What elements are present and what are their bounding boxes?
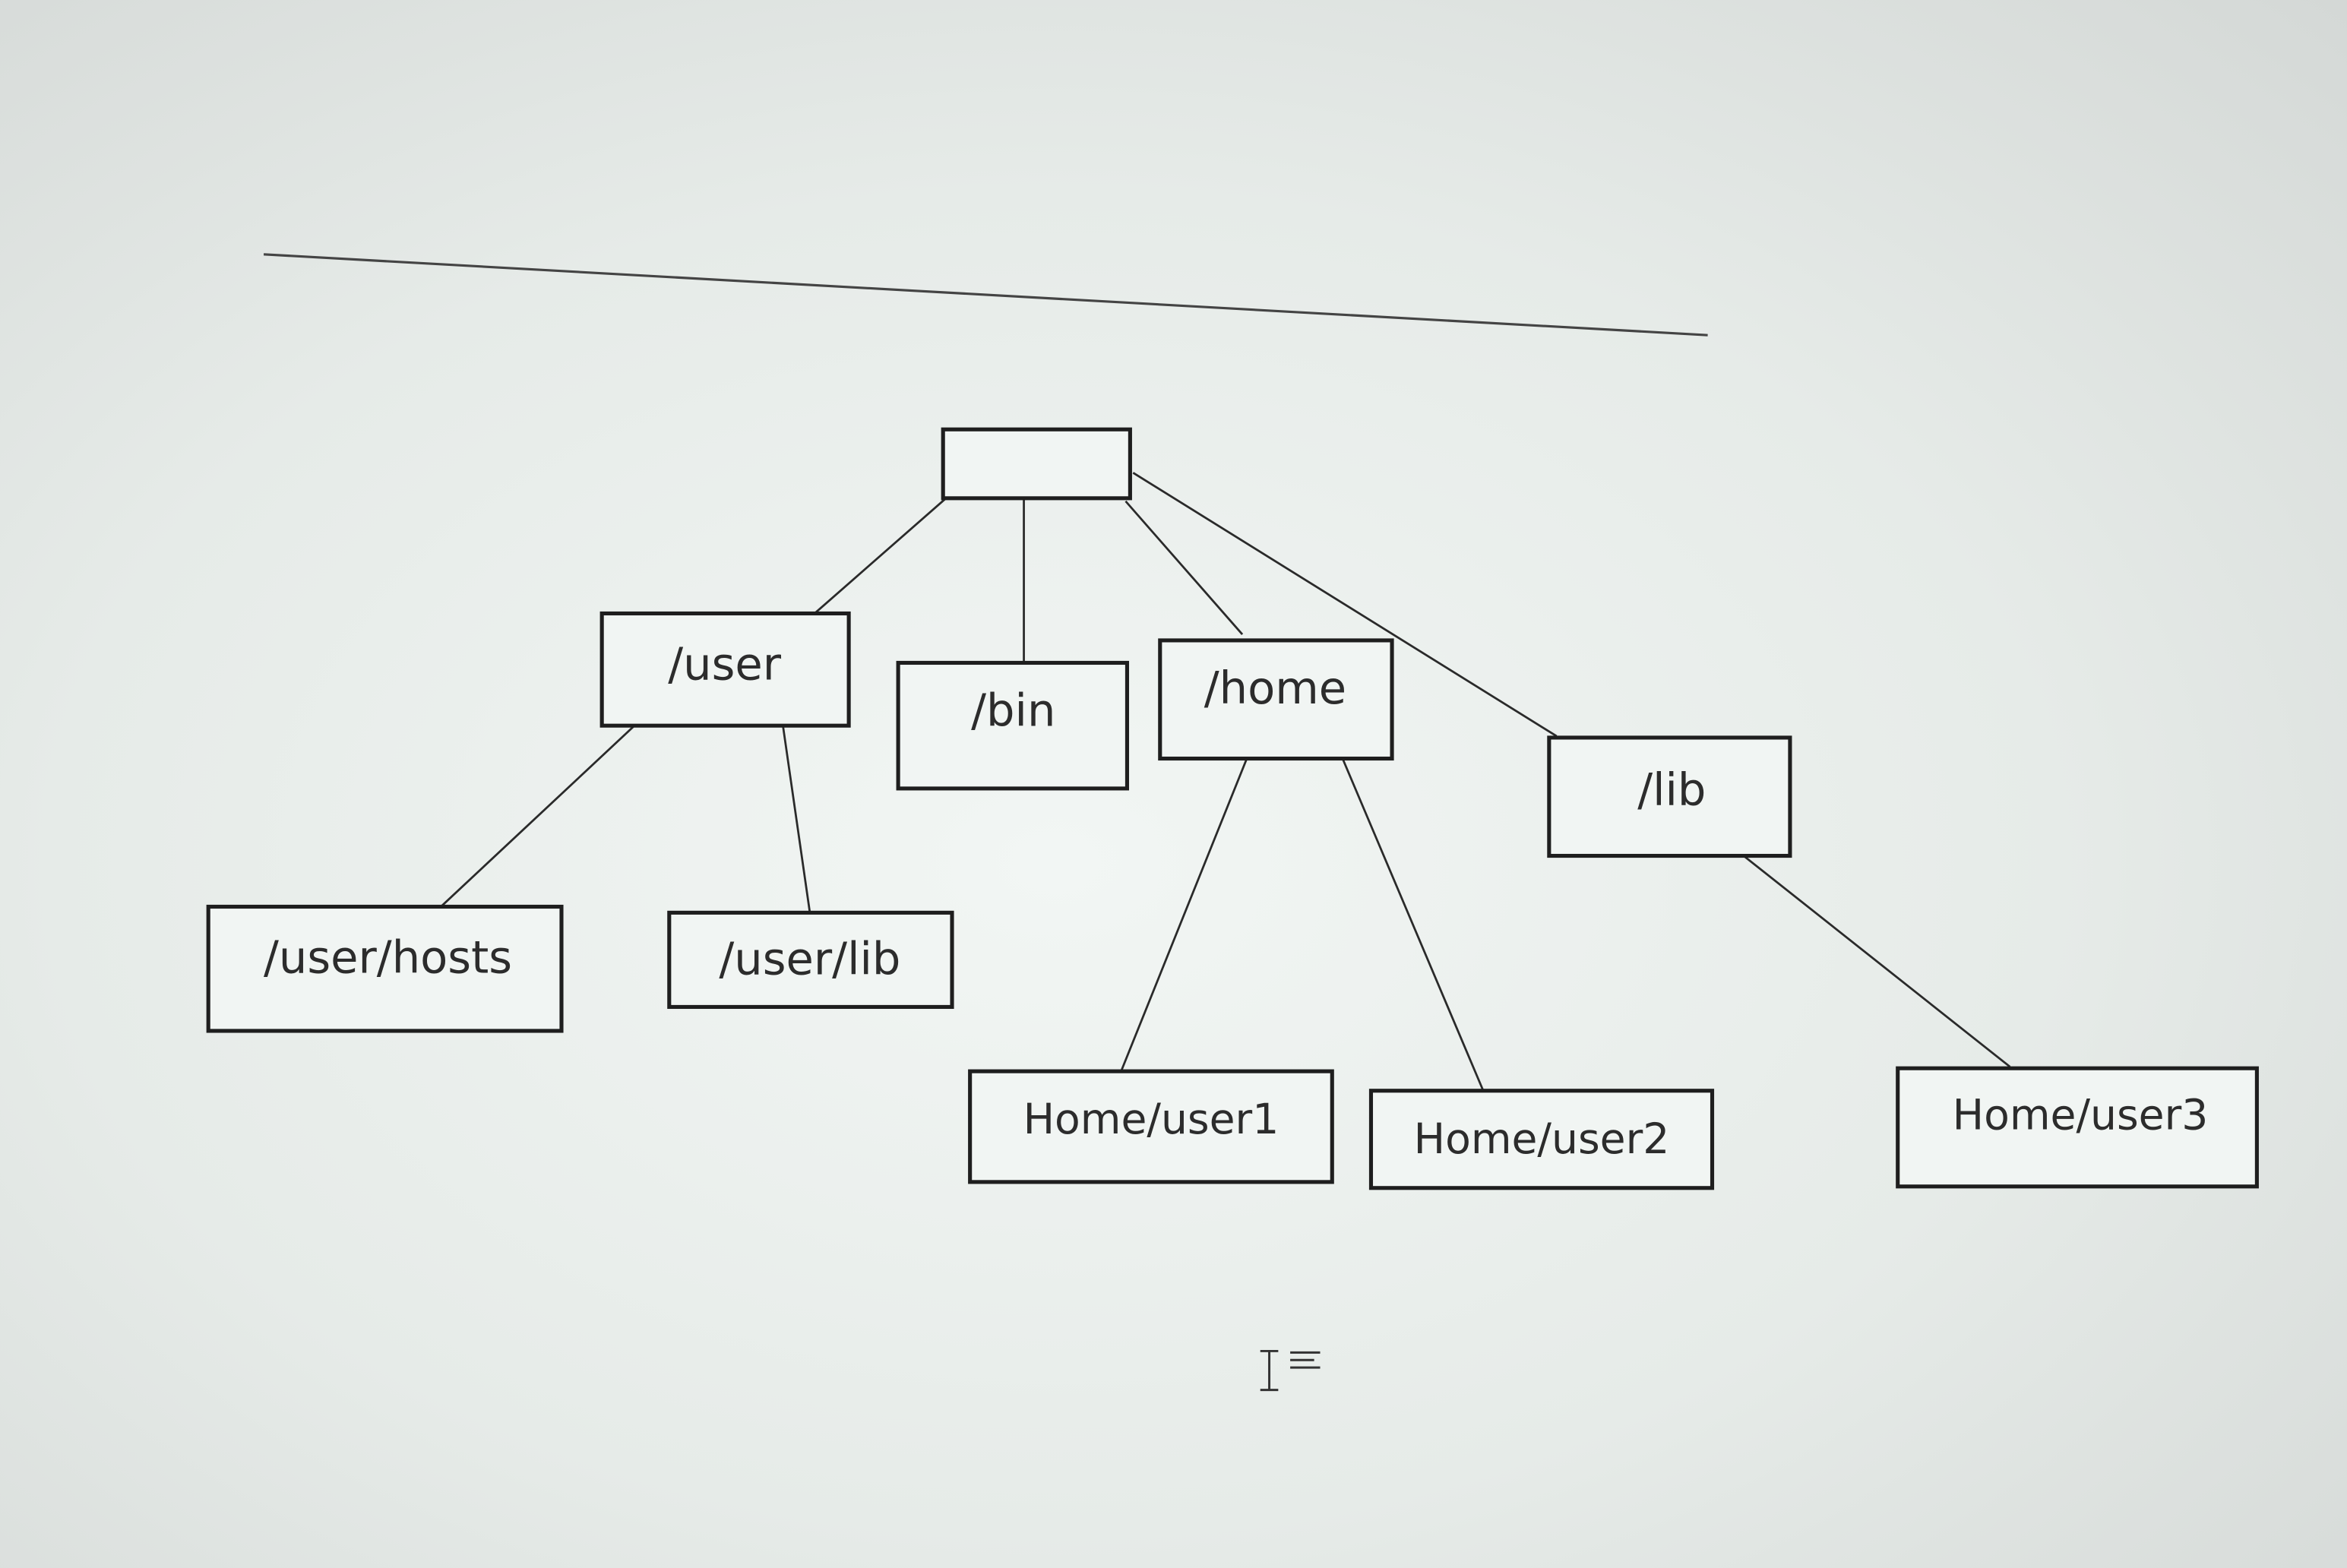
edge-lib-user3: [1743, 855, 2011, 1068]
edge-user-hosts: [430, 720, 641, 917]
node-label: /home: [1204, 662, 1346, 714]
node-lib[interactable]: /lib: [1547, 735, 1792, 858]
edge-home-user2: [1341, 757, 1485, 1092]
node-root[interactable]: [941, 427, 1132, 501]
edge-root-user: [811, 497, 947, 616]
node-user-hosts[interactable]: /user/hosts: [206, 904, 564, 1033]
node-label: Home/user2: [1414, 1115, 1670, 1164]
node-home-user3[interactable]: Home/user3: [1896, 1066, 2259, 1189]
node-home-user1[interactable]: Home/user1: [968, 1069, 1334, 1184]
edge-user-lib: [782, 725, 811, 913]
horizontal-rule: [263, 253, 1708, 337]
node-label: Home/user1: [1023, 1095, 1279, 1144]
node-label: Home/user3: [1953, 1091, 2209, 1140]
edge-root-lib: [1132, 472, 1558, 738]
node-user[interactable]: /user: [599, 611, 851, 728]
edge-home-user1: [1120, 758, 1248, 1072]
edge-root-home: [1124, 500, 1244, 635]
node-label: /user/hosts: [264, 931, 512, 984]
node-label: /lib: [1637, 763, 1706, 816]
text-cursor-icon: [1260, 1349, 1321, 1392]
node-label: /user/lib: [719, 932, 900, 985]
node-user-lib[interactable]: /user/lib: [667, 910, 954, 1010]
edges: [430, 472, 2011, 1092]
node-home-user2[interactable]: Home/user2: [1368, 1089, 1715, 1190]
node-bin[interactable]: /bin: [896, 660, 1130, 791]
node-label: /user: [668, 637, 781, 690]
node-home[interactable]: /home: [1158, 638, 1394, 761]
node-label: /bin: [971, 684, 1055, 737]
